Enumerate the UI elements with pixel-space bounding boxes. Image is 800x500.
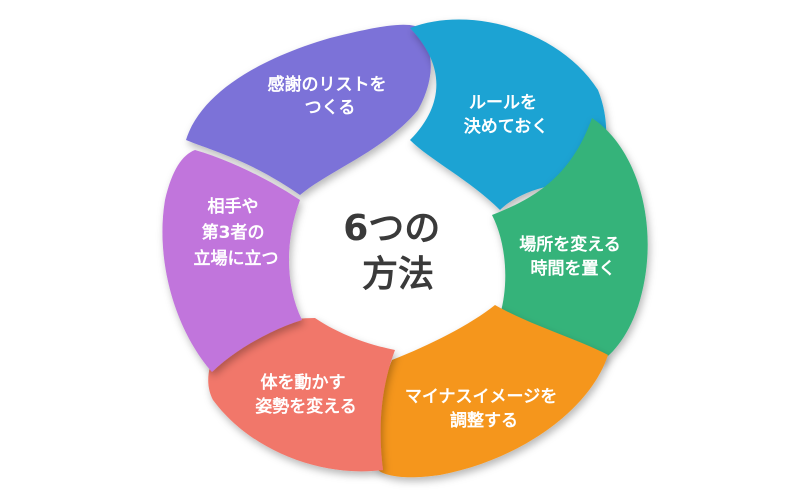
segment-set-rules-line1: ルールを <box>469 93 537 113</box>
center-title-line2: 方法 <box>362 254 434 295</box>
segment-move-body-line1: 体を動かす <box>261 372 346 393</box>
segment-other-perspective-label: 相手や 第3者の 立場に立つ <box>194 196 279 269</box>
segment-adjust-image: マイナスイメージを 調整する <box>374 305 608 478</box>
segment-other-perspective-line2: 第3者の <box>202 222 265 243</box>
segment-adjust-image-line1: マイナスイメージを <box>405 387 557 407</box>
segment-gratitude-list-label: 感謝のリストを つくる <box>268 74 393 118</box>
segment-set-rules-label: ルールを 決めておく <box>464 93 549 137</box>
segment-gratitude-list-line2: つくる <box>305 98 356 118</box>
segment-adjust-image-shape <box>374 305 608 478</box>
center-title-text: 6つの 方法 <box>343 208 453 295</box>
segment-adjust-image-label: マイナスイメージを 調整する <box>405 387 563 431</box>
center-title-line1: 6つの <box>343 208 440 249</box>
segment-move-body-label: 体を動かす 姿勢を変える <box>255 372 357 417</box>
segment-other-perspective-line1: 相手や <box>208 196 259 217</box>
segment-gratitude-list-shape <box>186 24 431 196</box>
segment-change-place-shape <box>492 118 648 362</box>
segment-move-body-shape <box>208 318 395 472</box>
center-title: 6つの 方法 <box>343 208 453 295</box>
segment-change-place: 場所を変える 時間を置く <box>492 118 648 362</box>
segment-change-place-line1: 場所を変える <box>519 234 621 255</box>
segment-move-body-line2: 姿勢を変える <box>255 396 357 417</box>
segment-other-perspective: 相手や 第3者の 立場に立つ <box>162 150 302 372</box>
segment-gratitude-list-line1: 感謝のリストを <box>268 74 387 95</box>
segment-set-rules-shape <box>410 19 607 211</box>
segment-other-perspective-line3: 立場に立つ <box>194 248 279 269</box>
segment-change-place-line2: 時間を置く <box>531 258 616 279</box>
segment-gratitude-list: 感謝のリストを つくる <box>186 24 431 196</box>
segment-move-body: 体を動かす 姿勢を変える <box>208 318 395 472</box>
segment-adjust-image-line2: 調整する <box>450 410 518 431</box>
segment-set-rules-line2: 決めておく <box>464 116 549 137</box>
segment-change-place-label: 場所を変える 時間を置く <box>519 234 626 279</box>
segment-set-rules: ルールを 決めておく <box>410 19 607 211</box>
segment-other-perspective-shape <box>162 150 302 372</box>
